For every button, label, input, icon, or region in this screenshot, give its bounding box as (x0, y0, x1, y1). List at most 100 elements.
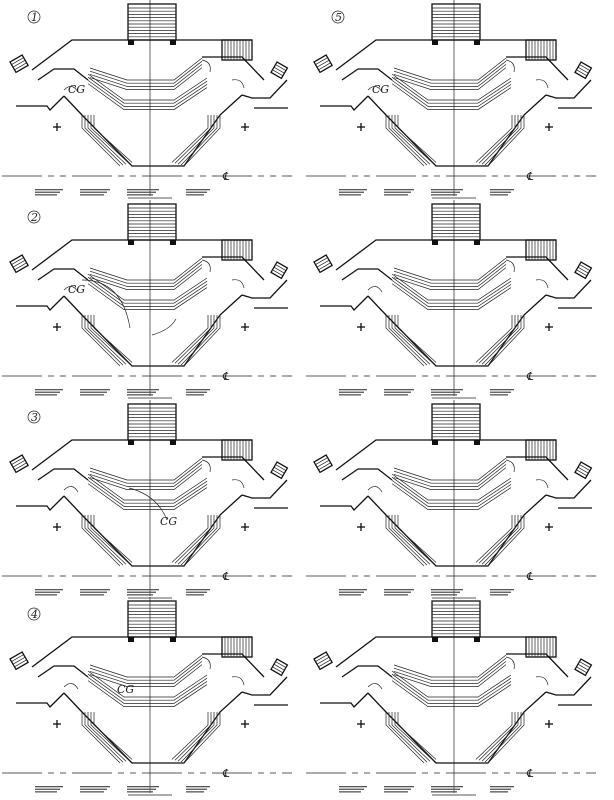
left-wall (341, 468, 393, 481)
plan-panel: ℄ (306, 400, 596, 599)
upper-tier (393, 60, 507, 84)
title-block-text (339, 391, 364, 393)
left-lower-wall (320, 692, 369, 708)
column-post (128, 440, 134, 445)
left-bowl-row (87, 712, 127, 762)
stair-tread (318, 262, 331, 271)
title-block-text (80, 391, 107, 393)
stage-outline (367, 691, 547, 764)
title-block-text (384, 191, 411, 193)
title-block-text (431, 189, 463, 191)
left-lower-wall (320, 295, 369, 311)
title-block-text (186, 194, 204, 196)
left-bowl-row (388, 515, 428, 566)
lower-tier (87, 283, 208, 310)
lower-tier (391, 673, 512, 701)
plan-panel: ℄ (306, 200, 596, 399)
left-bowl-row (84, 315, 124, 366)
title-block-text (35, 788, 60, 790)
title-block-text (384, 594, 408, 596)
right-lower-wall (241, 479, 288, 499)
stair-tread (577, 66, 589, 74)
left-lower-wall (320, 495, 369, 511)
lower-tier (87, 273, 208, 301)
door-swing (367, 486, 383, 493)
title-block-text (431, 589, 463, 591)
stair-tread (275, 661, 287, 668)
upper-tier (393, 257, 507, 281)
door-swing (535, 279, 549, 289)
title-block-text (490, 589, 514, 591)
column-post (474, 637, 480, 642)
left-bowl-row (397, 315, 437, 363)
title-block-text (339, 786, 367, 788)
stair-tread (11, 457, 24, 465)
column-post (170, 240, 176, 245)
title-block-text (339, 788, 364, 790)
stair-tread (577, 466, 589, 474)
right-bowl-row (180, 515, 218, 566)
left-wall (341, 68, 393, 81)
stair-tread (273, 663, 285, 671)
right-bowl-row (171, 315, 209, 363)
title-block-text (127, 594, 153, 596)
lower-tier (391, 273, 512, 301)
stair-tread (12, 59, 26, 68)
left-bowl-row (385, 712, 425, 764)
right-stair (574, 658, 593, 677)
title-block-text (186, 191, 207, 193)
title-block-text (384, 189, 414, 191)
title-block-text (431, 791, 457, 793)
upper-wall (335, 439, 556, 471)
left-wall (37, 268, 89, 281)
upper-tier (89, 457, 203, 481)
top-stair (431, 403, 481, 441)
left-bowl-row (397, 115, 437, 163)
title-block-text (80, 788, 107, 790)
left-bowl-row (397, 712, 437, 760)
right-wall (202, 256, 265, 281)
right-bowl-row (183, 712, 221, 764)
right-bowl-row (487, 115, 525, 167)
right-bowl-row (487, 515, 525, 567)
right-bowl-row (478, 315, 516, 364)
upper-wall (335, 239, 556, 271)
stair-tread (316, 459, 330, 468)
title-block-text (490, 391, 511, 393)
right-bowl-row (475, 115, 513, 163)
right-bowl-row (183, 115, 221, 167)
title-block-text (80, 594, 104, 596)
centerline-symbol: ℄ (526, 767, 534, 780)
title-block-text (339, 189, 367, 191)
title-block-text (431, 591, 460, 593)
title-block-text (35, 791, 57, 793)
right-wall (202, 653, 265, 678)
stair-tread (14, 659, 27, 668)
title-block-text (35, 389, 63, 391)
upper-wall (335, 39, 556, 71)
centerline-symbol: ℄ (222, 170, 230, 183)
right-lower-wall (241, 79, 288, 99)
right-lower-wall (545, 279, 592, 299)
lower-tier (391, 473, 512, 501)
right-bowl-row (487, 712, 525, 764)
upper-tier (393, 457, 507, 481)
top-stair (431, 3, 481, 41)
left-bowl-row (81, 315, 121, 367)
right-bowl-row (484, 712, 522, 763)
right-bowl-row (475, 712, 513, 760)
right-bowl-row (183, 315, 221, 367)
title-block-text (339, 394, 361, 396)
right-stair (574, 461, 593, 480)
lower-tier (87, 670, 208, 698)
right-stair (270, 461, 289, 480)
title-block-text (127, 591, 156, 593)
stage-outline (367, 494, 547, 567)
left-bowl-row (90, 115, 130, 164)
title-block-text (339, 194, 361, 196)
door-swing (505, 259, 515, 273)
right-wall (506, 256, 569, 281)
stair-tread (318, 659, 331, 668)
upper-wall (31, 39, 252, 71)
